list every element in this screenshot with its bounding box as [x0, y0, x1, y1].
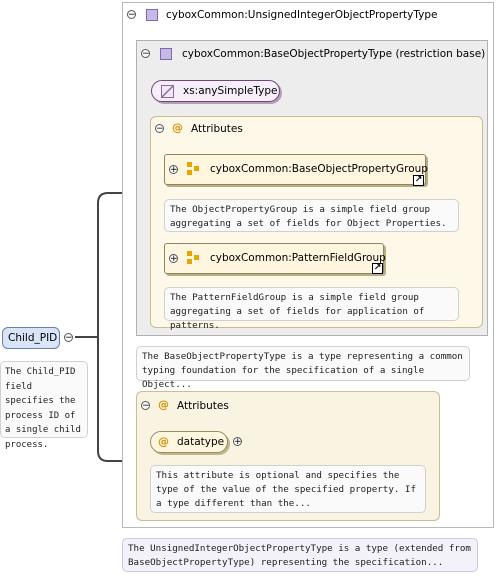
minus-toggle-icon[interactable]: −: [141, 401, 150, 411]
attribute-icon: @: [158, 435, 169, 448]
base-type-name: cyboxCommon:BaseObjectPropertyType (rest…: [182, 48, 486, 60]
attribute-group-node[interactable]: [164, 243, 384, 274]
attribute-icon: @: [158, 398, 169, 411]
minus-toggle-icon[interactable]: −: [127, 10, 136, 20]
complex-type-icon: [146, 9, 158, 21]
simple-type-node[interactable]: [151, 80, 280, 102]
base-type-doc: The BaseObjectPropertyType is a type rep…: [136, 346, 470, 390]
attribute-group-doc: The PatternFieldGroup is a simple field …: [164, 287, 459, 331]
minus-toggle-icon[interactable]: −: [141, 49, 150, 59]
attribute-group-icon: [187, 162, 201, 176]
shortcut-arrow-icon[interactable]: ↗: [372, 263, 383, 274]
minus-toggle-icon[interactable]: −: [64, 333, 73, 343]
complex-type-icon: [160, 48, 172, 60]
attribute-group-name: cyboxCommon:PatternFieldGroup: [210, 252, 386, 264]
element-node[interactable]: [2, 327, 60, 349]
outer-type-name: cyboxCommon:UnsignedIntegerObjectPropert…: [166, 9, 438, 21]
element-name: Child_PID: [8, 332, 58, 344]
plus-toggle-icon[interactable]: +: [169, 165, 178, 175]
attribute-group-name: cyboxCommon:BaseObjectPropertyGroup: [210, 163, 428, 175]
attribute-group-icon: [187, 251, 201, 265]
inner-attributes-label: Attributes: [191, 123, 243, 135]
outer-attributes-label: Attributes: [177, 400, 229, 412]
element-doc: The Child_PID field specifies the proces…: [0, 361, 88, 450]
attribute-icon: @: [172, 121, 183, 134]
attribute-node[interactable]: [150, 431, 228, 453]
outer-type-doc: The UnsignedIntegerObjectPropertyType is…: [122, 538, 478, 572]
plus-toggle-icon[interactable]: +: [233, 437, 242, 447]
simple-type-name: xs:anySimpleType: [183, 85, 278, 97]
plus-toggle-icon[interactable]: +: [169, 254, 178, 264]
minus-toggle-icon[interactable]: −: [155, 124, 164, 134]
simple-type-icon: [161, 85, 174, 98]
attribute-group-node[interactable]: [164, 154, 426, 185]
attribute-name: datatype: [177, 436, 225, 448]
attribute-doc: This attribute is optional and specifies…: [150, 465, 426, 513]
attribute-group-doc: The ObjectPropertyGroup is a simple fiel…: [164, 199, 459, 232]
shortcut-arrow-icon[interactable]: ↗: [413, 175, 424, 186]
